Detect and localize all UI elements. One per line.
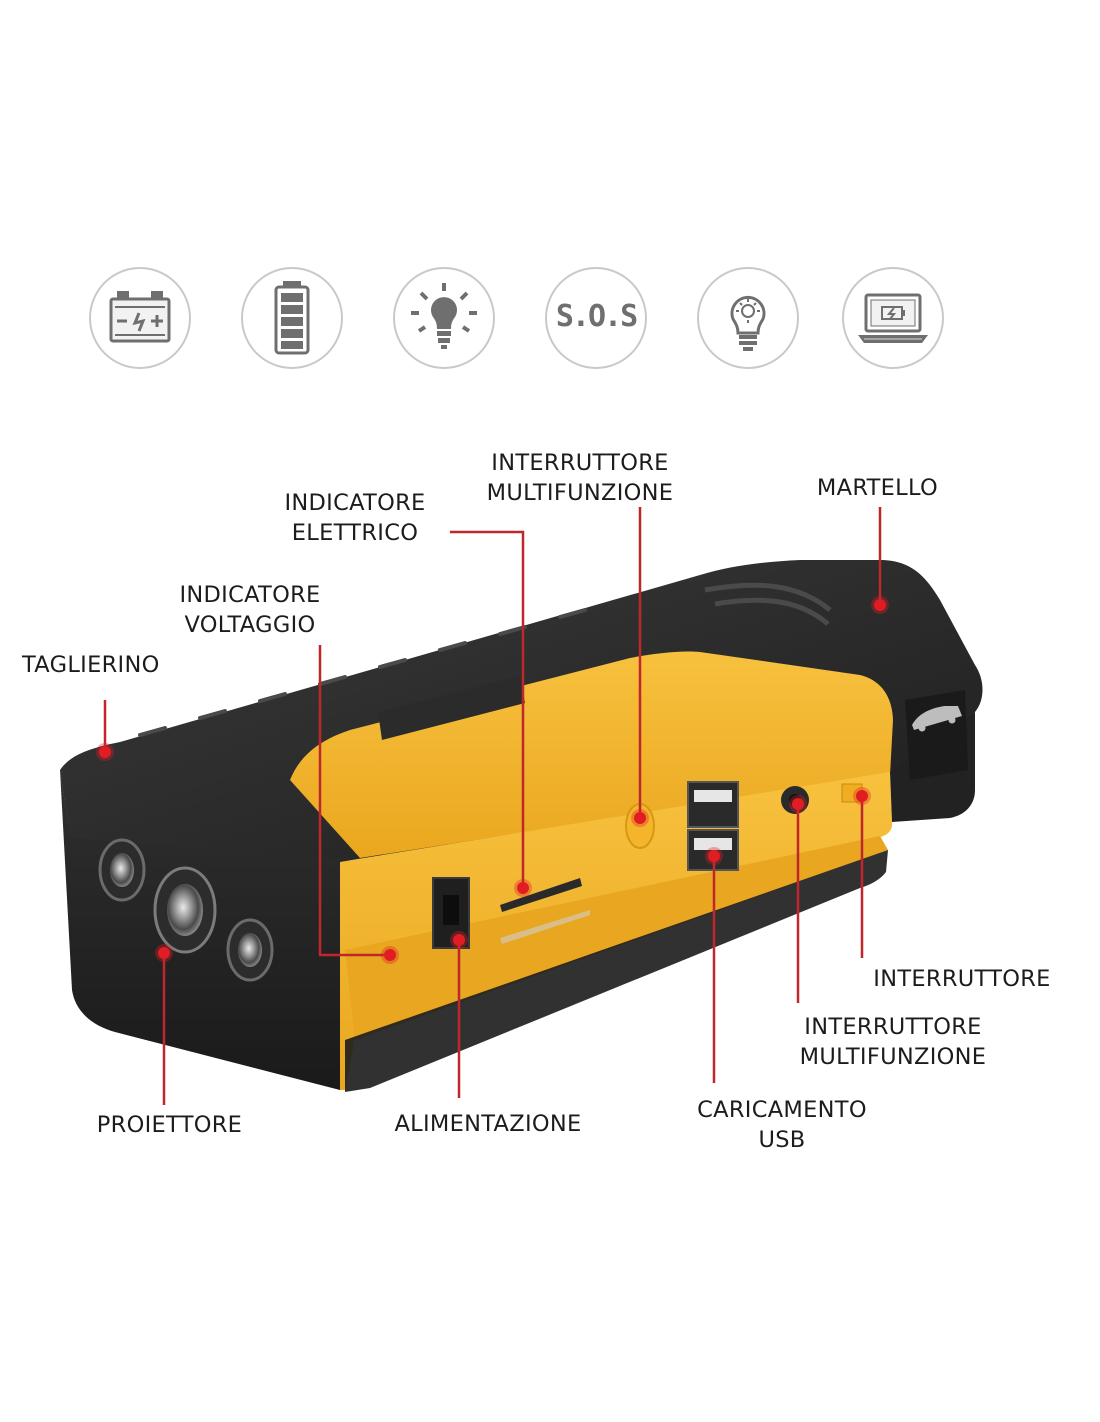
- callout-caricamento-usb-line2: USB: [758, 1127, 806, 1153]
- callout-interruttore: INTERRUTTORE: [857, 964, 1067, 994]
- callout-taglierino: TAGLIERINO: [22, 650, 160, 680]
- laptop-charging-icon: [842, 267, 944, 369]
- light-bulb-icon: [393, 267, 495, 369]
- callout-indicatore-voltaggio-line1: INDICATORE: [179, 582, 321, 608]
- device-front-face: [60, 690, 975, 1092]
- callout-imf-top-line1: INTERRUTTORE: [491, 450, 669, 476]
- sos-icon: S.O.S: [545, 267, 647, 369]
- callout-imf-top-line2: MULTIFUNZIONE: [486, 480, 674, 506]
- yellow-top-panel: [290, 651, 893, 858]
- callout-caricamento-usb-line1: CARICAMENTO: [697, 1097, 867, 1123]
- car-icon: [912, 706, 962, 732]
- callout-martello: MARTELLO: [800, 473, 955, 503]
- callout-indicatore-voltaggio: INDICATORE VOLTAGGIO: [165, 580, 335, 640]
- callout-alimentazione-label: ALIMENTAZIONE: [394, 1111, 582, 1137]
- callout-proiettore-label: PROIETTORE: [96, 1112, 243, 1138]
- display-window: [378, 676, 525, 740]
- callout-interruttore-multifunzione-bottom: INTERRUTTORE MULTIFUNZIONE: [783, 1012, 1003, 1072]
- car-battery-icon: [89, 267, 191, 369]
- projector-lamps: [98, 838, 274, 982]
- callout-indicatore-voltaggio-line2: VOLTAGGIO: [184, 612, 316, 638]
- callout-imf-bottom-line1: INTERRUTTORE: [804, 1014, 982, 1040]
- bulb-outline-icon: [697, 267, 799, 369]
- callout-proiettore: PROIETTORE: [82, 1110, 257, 1140]
- callout-caricamento-usb: CARICAMENTO USB: [678, 1095, 886, 1155]
- callout-interruttore-label: INTERRUTTORE: [873, 966, 1051, 992]
- callout-dots: [96, 596, 889, 964]
- battery-level-icon: [241, 267, 343, 369]
- callout-lines: [103, 507, 882, 1105]
- callout-indicatore-elettrico-line1: INDICATORE: [284, 490, 426, 516]
- callout-indicatore-elettrico-line2: ELETTRICO: [291, 520, 419, 546]
- callout-alimentazione: ALIMENTAZIONE: [378, 1109, 598, 1139]
- callout-martello-label: MARTELLO: [816, 475, 939, 501]
- callout-indicatore-elettrico: INDICATORE ELETTRICO: [270, 488, 440, 548]
- callout-interruttore-multifunzione-top: INTERRUTTORE MULTIFUNZIONE: [470, 448, 690, 508]
- callout-taglierino-label: TAGLIERINO: [22, 652, 160, 678]
- callout-imf-bottom-line2: MULTIFUNZIONE: [799, 1044, 987, 1070]
